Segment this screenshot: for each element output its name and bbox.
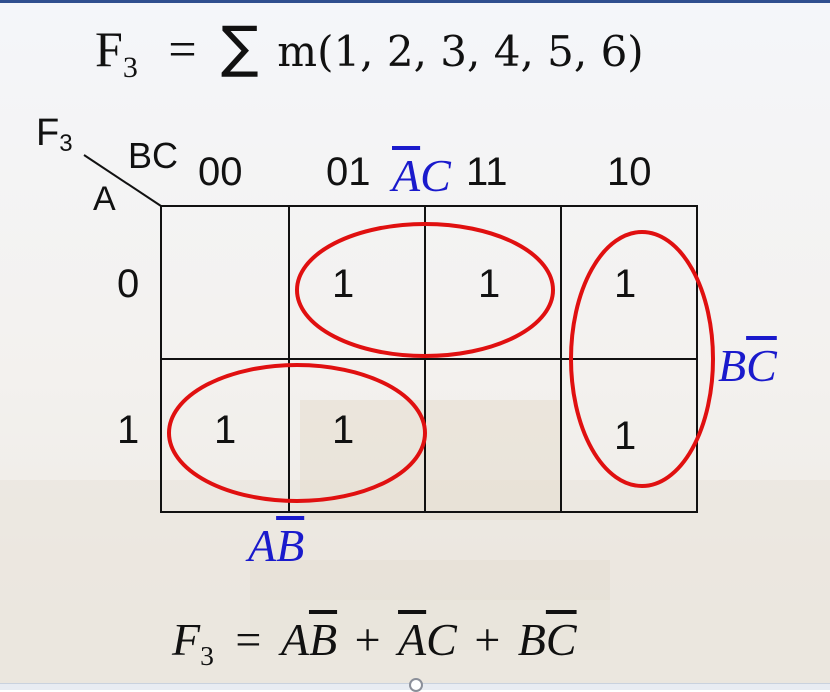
- row-header-0: 0: [117, 262, 140, 306]
- col-var-label: BC: [128, 135, 179, 176]
- cell-1-01: 1: [332, 408, 355, 452]
- col-header-10: 10: [607, 150, 652, 194]
- title-expression: m(1, 2, 3, 4, 5, 6): [277, 27, 644, 76]
- row-header-1: 1: [117, 408, 140, 452]
- result-term-2: AC: [398, 614, 457, 665]
- term-label-not-a-c: AC: [392, 150, 451, 201]
- scroll-handle[interactable]: [409, 678, 423, 692]
- title-equals: =: [168, 21, 197, 77]
- cell-0-11: 1: [478, 262, 501, 306]
- corner-diagonal: [83, 154, 162, 207]
- cell-1-10: 1: [614, 414, 637, 458]
- loop-a-not-b: [167, 363, 427, 503]
- result-term-3: BC: [517, 614, 577, 665]
- col-header-01: 01: [326, 150, 371, 194]
- row-var-label: A: [93, 180, 116, 218]
- cell-0-10: 1: [614, 262, 637, 306]
- top-border: [0, 0, 830, 3]
- title-formula: F3 = ∑ m(1, 2, 3, 4, 5, 6): [95, 18, 644, 87]
- term-label-a-not-b: AB: [248, 520, 305, 571]
- sigma-symbol: ∑: [221, 15, 259, 80]
- col-header-11: 11: [466, 150, 508, 194]
- result-formula: F3 = AB + AC + BC: [172, 614, 577, 671]
- loop-b-not-c: [569, 230, 715, 488]
- cell-0-01: 1: [332, 262, 355, 306]
- term-label-b-not-c: BC: [718, 340, 777, 391]
- title-lhs: F3: [95, 21, 138, 84]
- result-lhs: F3: [172, 614, 214, 671]
- grid-lines: [160, 205, 698, 513]
- loop-not-a-c: [295, 222, 555, 358]
- cell-1-00: 1: [214, 408, 237, 452]
- result-term-1: AB: [280, 614, 338, 665]
- func-label: F3: [36, 112, 73, 157]
- col-header-00: 00: [198, 150, 243, 194]
